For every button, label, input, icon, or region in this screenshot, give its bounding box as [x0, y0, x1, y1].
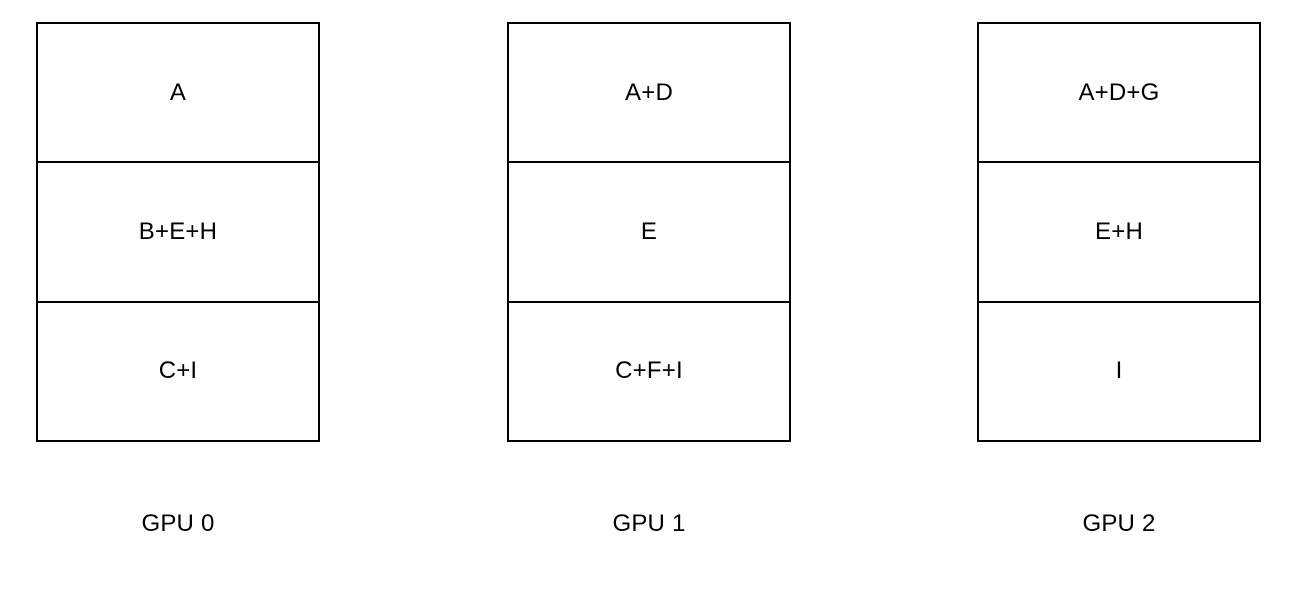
gpu-2-block-middle: E+H	[979, 161, 1259, 300]
gpu-1-block-top: A+D	[625, 78, 673, 106]
gpu-0-block-top: A	[169, 78, 187, 106]
gpu-2-label: GPU 2	[1082, 510, 1156, 537]
gpu-1-label: GPU 1	[612, 510, 686, 537]
gpu-1-block-middle: E	[509, 161, 789, 300]
gpu-0-block-bottom: C+I	[38, 300, 318, 440]
gpu-0-label: GPU 0	[141, 510, 215, 537]
gpu-1-column: A+D E C+F+I	[507, 22, 791, 442]
gpu-2-block-top: A+D+G	[1078, 78, 1160, 106]
gpu-0-block-stack: A B+E+H C+I	[36, 22, 320, 442]
gpu-2-column: A+D+G E+H I	[977, 22, 1261, 442]
gpu-2-block-bottom: I	[979, 300, 1259, 440]
gpu-1-block-stack: A+D E C+F+I	[507, 22, 791, 442]
gpu-1-block-bottom: C+F+I	[509, 300, 789, 440]
gpu-0-block-middle: B+E+H	[38, 161, 318, 300]
gpu-0-column: A B+E+H C+I	[36, 22, 320, 442]
gpu-2-block-stack: A+D+G E+H I	[977, 22, 1261, 442]
